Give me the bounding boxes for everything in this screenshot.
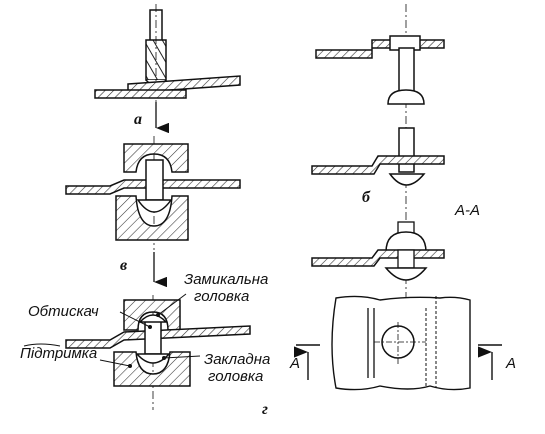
- stage-a-drilling: [94, 4, 241, 134]
- setting-head-g: [135, 353, 171, 364]
- label-cut-right: А: [506, 355, 517, 372]
- setter-tool-v: [123, 143, 189, 173]
- label-zamykalna-2: головка: [194, 288, 250, 305]
- label-stage-g: г: [262, 401, 268, 418]
- label-pidtrymka: Підтримка: [20, 345, 98, 362]
- label-cut-left: А: [290, 355, 301, 372]
- label-section-aa: А-А: [455, 202, 481, 219]
- label-stage-a: а: [134, 111, 142, 128]
- rivet-shank-v: [145, 159, 164, 201]
- lower-plate-a: [94, 89, 187, 99]
- label-zakladna-2: головка: [208, 368, 264, 385]
- stage-g-forming: [23, 293, 251, 410]
- label-stage-b: б: [362, 189, 370, 206]
- stage-b-formed: [311, 221, 445, 281]
- stage-v-rivet-insertion: [65, 136, 241, 288]
- label-zakladna-1: Закладна: [204, 351, 271, 368]
- support-tool-g: [113, 351, 191, 387]
- label-obtyskach: Обтискач: [28, 303, 99, 320]
- label-zamykalna-1: Замикальна: [184, 271, 269, 288]
- plan-view-section: [294, 295, 502, 391]
- stage-b-middle: [311, 127, 445, 186]
- label-stage-v: в: [120, 257, 128, 274]
- closing-head-g: [138, 314, 168, 323]
- rivet-head-v: [136, 199, 173, 213]
- rivet-shank-g: [144, 319, 162, 355]
- support-tool-v: [115, 195, 189, 241]
- stage-b-top: [315, 35, 445, 105]
